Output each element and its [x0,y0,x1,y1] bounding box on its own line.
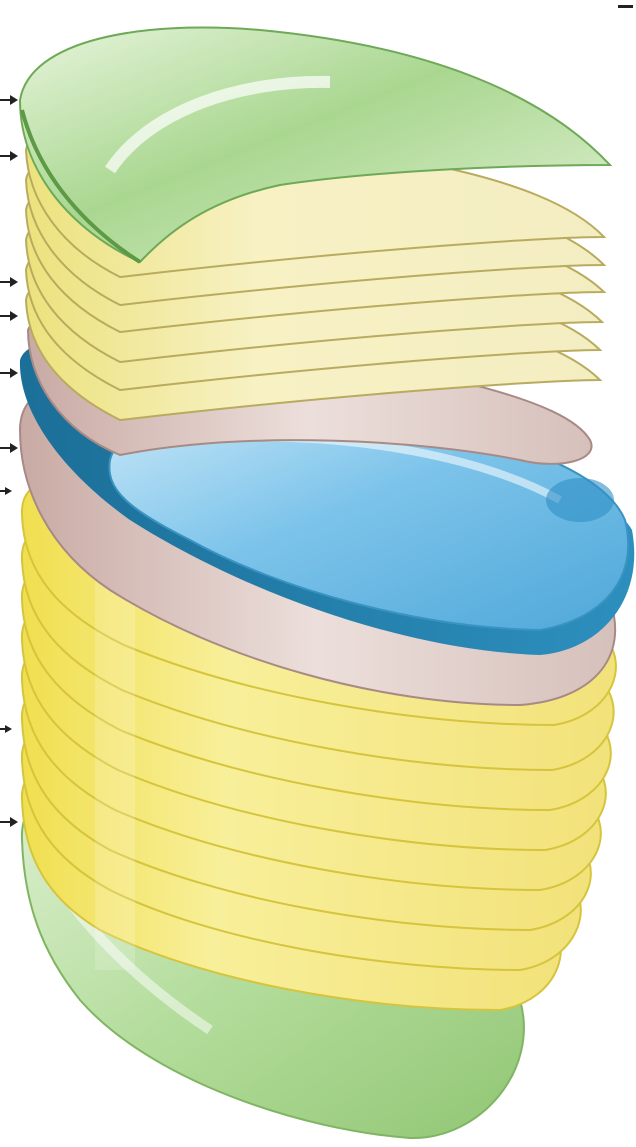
callout-arrow [0,487,12,495]
callout-arrow [0,443,18,453]
callout-arrow [0,277,18,287]
callout-arrow [0,725,12,733]
callout-arrow [0,151,18,161]
callout-arrow [0,817,18,827]
callout-arrow [0,368,18,378]
corner-tick-mark [618,5,633,8]
callout-arrow [0,311,18,321]
callout-arrows [0,95,18,827]
callout-arrow [0,95,18,105]
